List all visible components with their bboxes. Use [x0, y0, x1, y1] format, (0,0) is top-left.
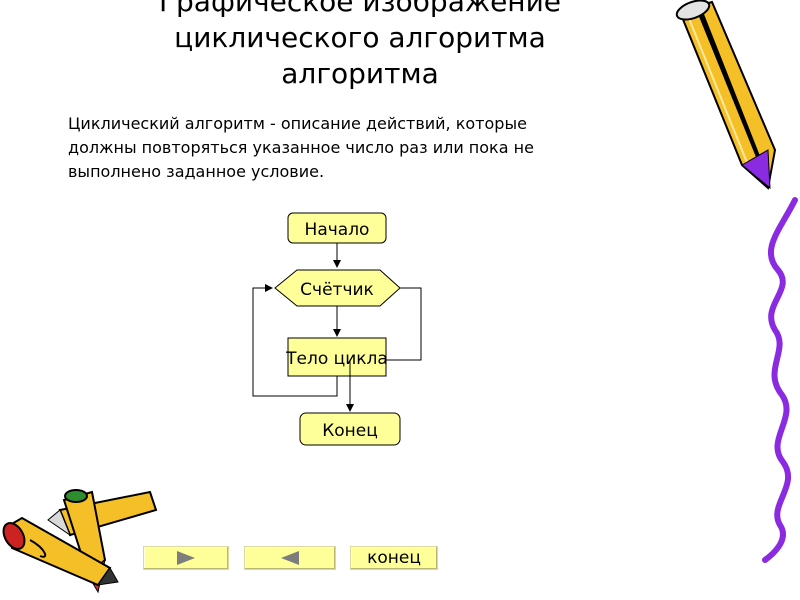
description-line: Циклический алгоритм - описание действий… [68, 114, 527, 133]
description-line: должны повторяться указанное число раз и… [68, 138, 534, 157]
description-line: выполнено заданное условие. [68, 162, 325, 181]
purple-scribble [762, 197, 798, 563]
end-button[interactable]: конец [350, 546, 438, 570]
play-left-icon [281, 551, 299, 565]
title-line: циклического алгоритма [174, 21, 546, 54]
description: Циклический алгоритм - описание действий… [68, 112, 668, 184]
counter-label: Счётчик [300, 280, 374, 300]
start-label: Начало [305, 220, 370, 240]
end-label: Конец [322, 421, 378, 441]
body-block [287, 337, 387, 377]
forward-button[interactable] [143, 546, 229, 570]
end-button-label: конец [367, 548, 421, 568]
back-button[interactable] [244, 546, 336, 570]
end-block [299, 412, 401, 446]
play-right-icon [177, 551, 195, 565]
exit-line [386, 287, 422, 361]
slide-title: Графическое изображение циклического алг… [110, 0, 610, 92]
pencil-icon [675, 0, 777, 190]
body-label: Тело цикла [285, 349, 388, 369]
pencils-icon [2, 489, 158, 594]
loop-back-line [252, 284, 338, 397]
title-line: Графическое изображение [158, 0, 562, 18]
title-line: алгоритма [281, 57, 439, 90]
